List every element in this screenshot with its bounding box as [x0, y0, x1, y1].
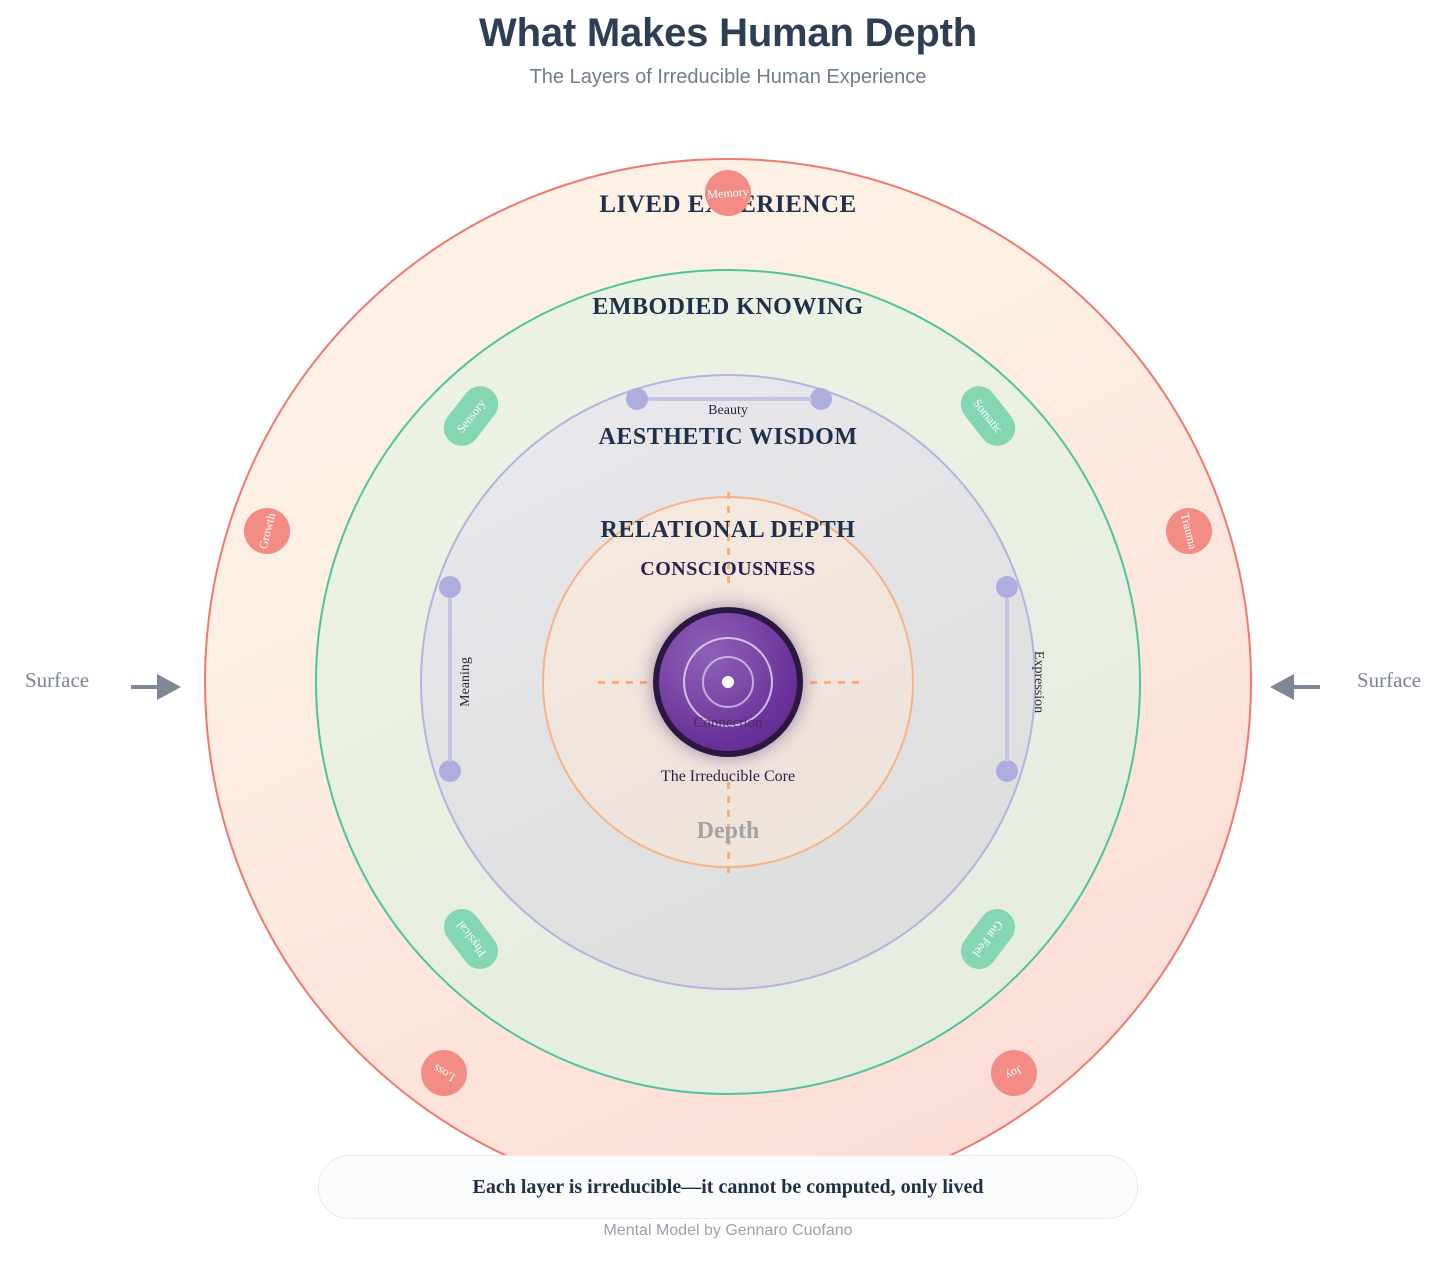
connector-expression-line: [1005, 598, 1009, 762]
header: What Makes Human Depth The Layers of Irr…: [0, 0, 1456, 89]
page-title: What Makes Human Depth: [479, 11, 977, 55]
layer-label-relational-depth: RELATIONAL DEPTH: [600, 517, 856, 543]
layer-label-embodied-knowing: EMBODIED KNOWING: [592, 294, 864, 320]
footer-banner-text: Each layer is irreducible—it cannot be c…: [472, 1175, 984, 1198]
core-inner-ring-icon: [702, 656, 754, 708]
node-somatic-label: Somatic: [970, 395, 1007, 436]
surface-arrow-left-icon: [1270, 674, 1320, 700]
spoke-bottom-icon: [726, 782, 730, 874]
connector-expression-label: Expression: [1031, 650, 1047, 714]
surface-label-left: Surface: [25, 668, 90, 692]
connector-beauty-label: Beauty: [708, 403, 748, 418]
connector-beauty-dot-left[interactable]: [626, 388, 648, 410]
connector-meaning-label: Meaning: [457, 657, 473, 707]
irreducible-core[interactable]: Connection: [653, 607, 803, 757]
page-subtitle: The Layers of Irreducible Human Experien…: [529, 66, 927, 88]
core-center-dot-icon: [722, 676, 734, 688]
connector-expression-dot-top[interactable]: [996, 576, 1018, 598]
surface-label-right: Surface: [1357, 668, 1422, 692]
connector-meaning-dot-bottom[interactable]: [439, 760, 461, 782]
node-growth-label: Growth: [255, 511, 278, 551]
layer-label-aesthetic-wisdom: AESTHETIC WISDOM: [598, 424, 858, 450]
connector-beauty-line: [648, 397, 812, 401]
footer-credit: Mental Model by Gennaro Cuofano: [603, 1222, 853, 1239]
connector-beauty-dot-right[interactable]: [810, 388, 832, 410]
surface-arrow-right-icon: [131, 674, 181, 700]
connector-expression-dot-bottom[interactable]: [996, 760, 1018, 782]
spoke-left-icon: [598, 680, 648, 684]
connector-meaning-dot-top[interactable]: [439, 576, 461, 598]
footer-banner: Each layer is irreducible—it cannot be c…: [318, 1155, 1138, 1219]
layer-label-consciousness: CONSCIOUSNESS: [640, 558, 816, 580]
spoke-right-icon: [810, 680, 860, 684]
core-word: Connection: [693, 715, 763, 731]
spoke-top-icon: [726, 492, 730, 584]
node-memory-label: Memory: [706, 184, 750, 201]
depth-label: Depth: [696, 818, 760, 844]
core-caption: The Irreducible Core: [660, 768, 796, 785]
core-outer-ring-icon: [683, 637, 773, 727]
node-loss-label: Loss: [430, 1061, 458, 1086]
connector-meaning-line: [448, 598, 452, 762]
node-trauma-label: Trauma: [1178, 511, 1201, 551]
node-joy-label: Joy: [1003, 1063, 1025, 1084]
